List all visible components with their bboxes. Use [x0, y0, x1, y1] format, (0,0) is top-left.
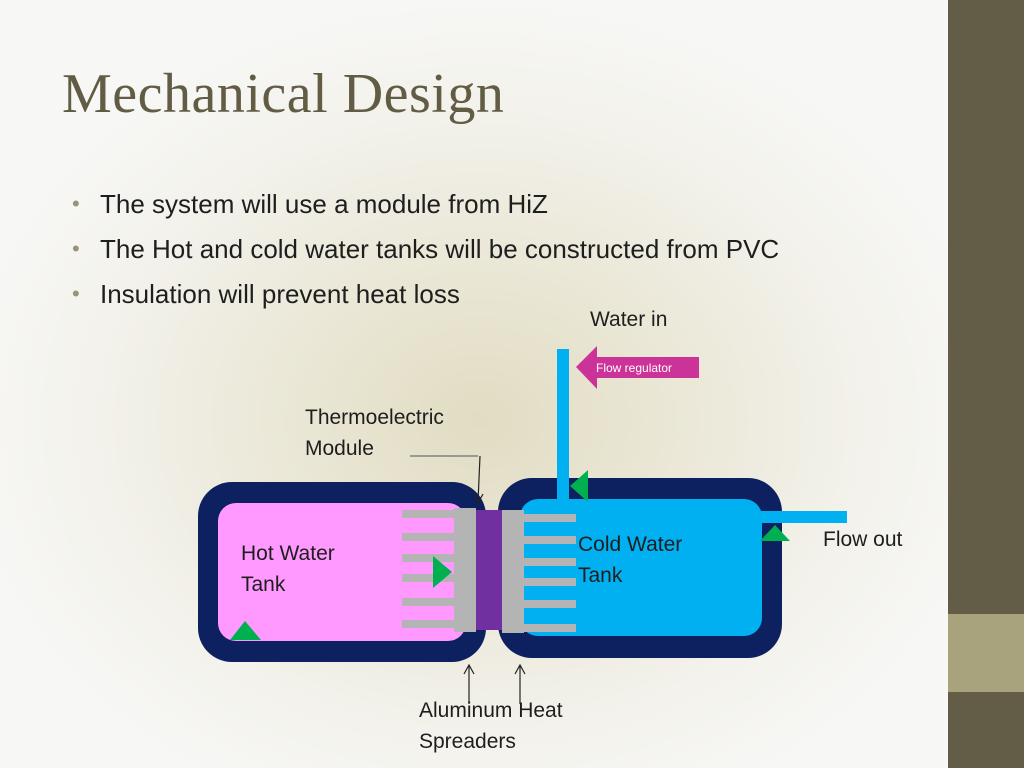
hot-spreader-plate [454, 508, 476, 632]
cold-water-tank-label: Cold Water Tank [578, 533, 683, 587]
fin [522, 514, 576, 522]
cold-spreader-fins [522, 514, 576, 632]
flow-out-label: Flow out [823, 528, 903, 551]
cold-outlet-arrow-icon [760, 525, 790, 541]
spreader-callout-arrowhead-left [463, 663, 475, 675]
fin [402, 598, 456, 606]
flow-regulator-label: Flow regulator [596, 361, 673, 375]
bullet-dot-icon: • [72, 191, 80, 216]
thermoelectric-module [474, 510, 504, 630]
hot-spreader-fins [402, 510, 456, 628]
water-inlet-pipe [557, 349, 569, 501]
bullet-item: • Insulation will prevent heat loss [72, 276, 779, 321]
module-callout-pointer [477, 455, 481, 503]
slide-title: Mechanical Design [62, 63, 505, 125]
system-diagram [198, 346, 847, 704]
fin [522, 578, 576, 586]
bullet-item: • The Hot and cold water tanks will be co… [72, 231, 779, 276]
fin [522, 624, 576, 632]
bullet-text: The system will use a module from HiZ [100, 189, 548, 219]
cold-spreader-plate [502, 510, 524, 633]
fin [402, 574, 456, 582]
cold-water-chamber [520, 499, 762, 636]
side-accent-block [948, 614, 1024, 692]
module-callout-arrowhead [472, 493, 484, 505]
fin [402, 533, 456, 541]
fin [402, 554, 456, 562]
thermoelectric-module-label: Thermoelectric Module [305, 406, 444, 460]
spreader-callout-arrowhead-right [514, 663, 526, 675]
aluminum-heat-spreaders-label: Aluminum Heat Spreaders [419, 699, 563, 753]
fin [402, 620, 456, 628]
flow-regulator-arrow-icon [576, 346, 699, 389]
fin [522, 600, 576, 608]
bullet-list: • The system will use a module from HiZ •… [72, 186, 779, 321]
fin [402, 510, 456, 518]
water-outlet-pipe [760, 511, 847, 523]
bullet-text: Insulation will prevent heat loss [100, 279, 460, 309]
fin [522, 536, 576, 544]
module-heat-arrow-icon [433, 556, 452, 588]
bullet-dot-icon: • [72, 236, 80, 261]
bullet-text: The Hot and cold water tanks will be con… [100, 234, 780, 264]
bullet-dot-icon: • [72, 281, 80, 306]
fin [522, 558, 576, 566]
water-in-label: Water in [590, 308, 668, 331]
cold-inlet-arrow-icon [570, 470, 588, 502]
hot-tank-inlet-arrow-icon [230, 621, 261, 640]
bullet-item: • The system will use a module from HiZ [72, 186, 779, 231]
hot-water-tank-label: Hot Water Tank [241, 542, 335, 596]
